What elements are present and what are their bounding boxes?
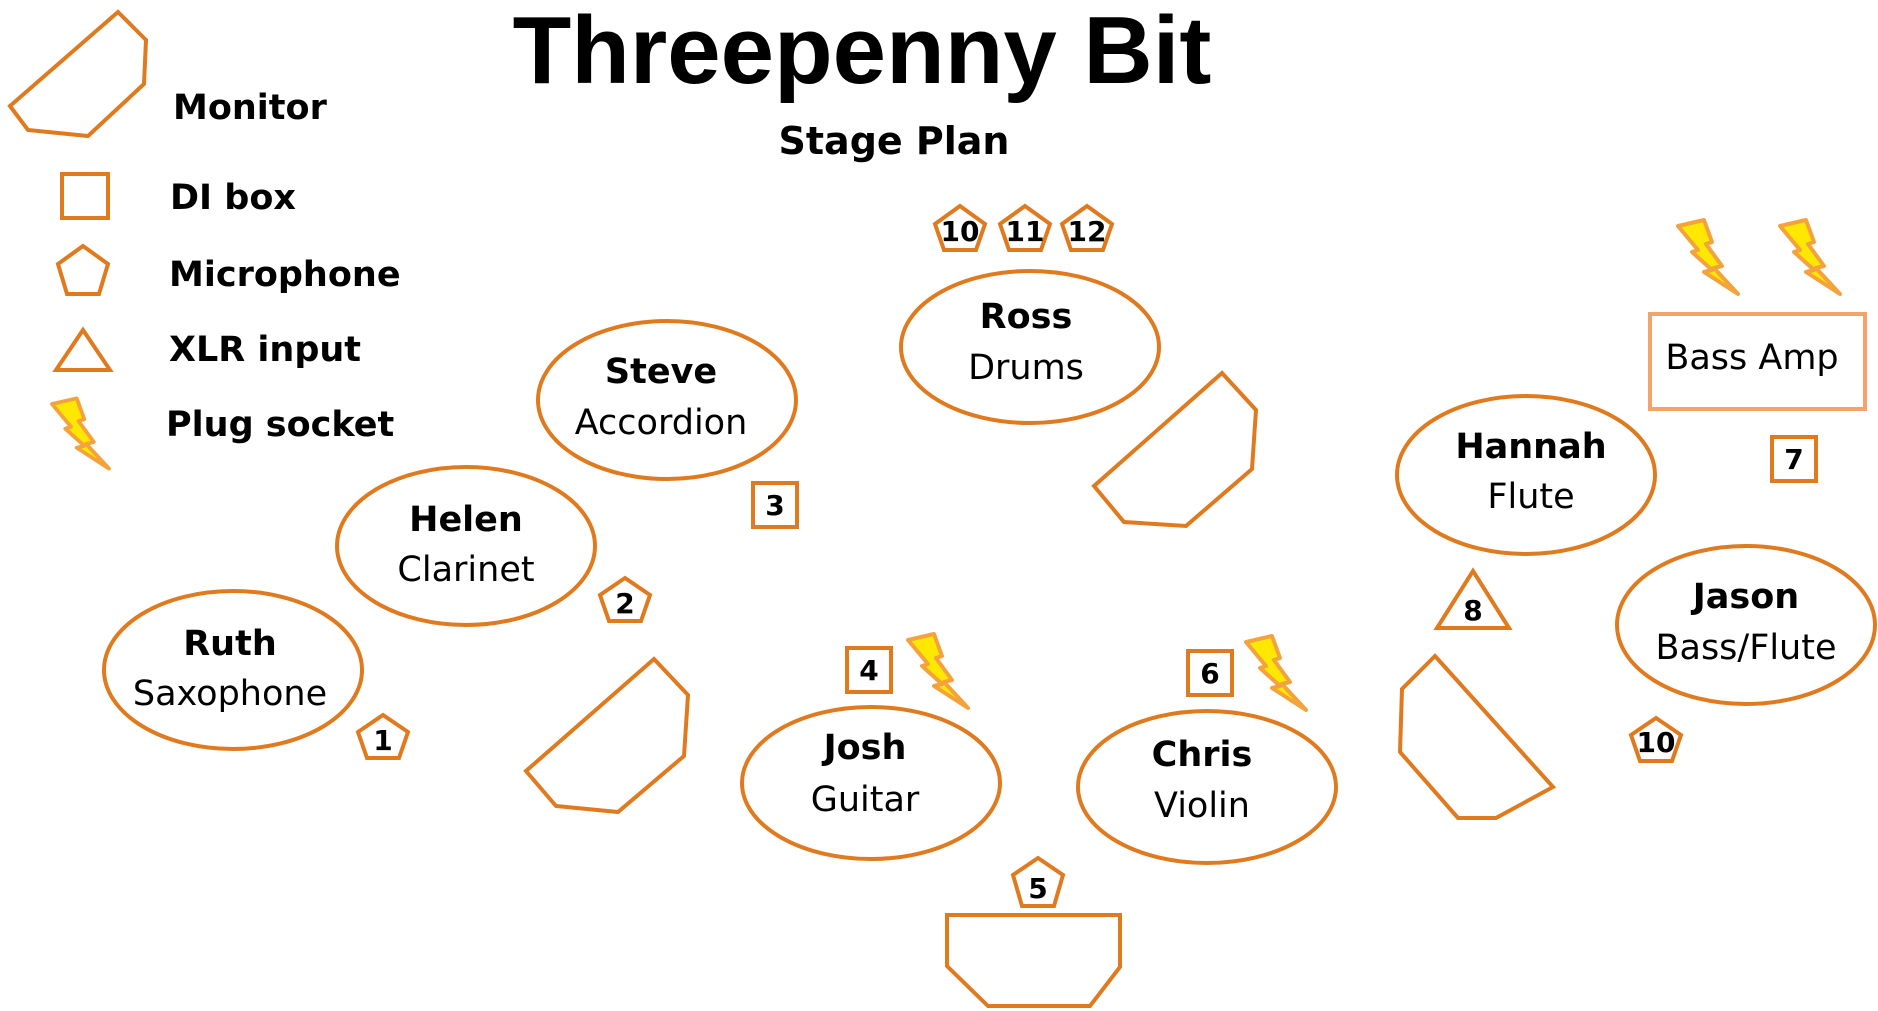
- di-box-3: 3: [751, 481, 799, 529]
- monitor-wedge-right: [1397, 653, 1557, 820]
- di-number: 6: [1200, 657, 1219, 690]
- performer-helen: Helen Clarinet: [335, 465, 597, 627]
- legend-di-box-label: DI box: [170, 178, 296, 218]
- di-box-6: 6: [1186, 649, 1234, 697]
- performer-instrument: Violin: [1154, 786, 1250, 826]
- di-number: 4: [859, 654, 878, 687]
- performer-name: Chris: [1152, 735, 1253, 775]
- performer-name: Josh: [822, 728, 907, 768]
- legend-plug-socket-label: Plug socket: [166, 405, 394, 445]
- plug-socket-josh: [906, 632, 970, 710]
- legend-monitor-icon: [7, 9, 149, 139]
- monitor-wedge-front: [945, 913, 1122, 1008]
- di-number: 7: [1784, 443, 1803, 476]
- performer-instrument: Flute: [1487, 477, 1574, 517]
- performer-name: Jason: [1691, 577, 1799, 617]
- performer-hannah: Hannah Flute: [1395, 394, 1657, 556]
- performer-name: Helen: [409, 500, 523, 540]
- legend-microphone-icon: [55, 243, 111, 296]
- performer-name: Ruth: [183, 624, 277, 664]
- mic-1: 1: [355, 712, 411, 760]
- performer-name: Hannah: [1455, 427, 1606, 467]
- mic-5: 5: [1010, 855, 1066, 908]
- monitor-wedge-left: [523, 656, 691, 815]
- mic-11: 11: [997, 203, 1053, 252]
- mic-number: 1: [373, 724, 392, 757]
- legend-microphone-label: Microphone: [169, 255, 401, 295]
- legend-monitor-label: Monitor: [173, 88, 328, 128]
- performer-ross: Ross Drums: [899, 269, 1161, 425]
- mic-number: 11: [1006, 215, 1045, 248]
- performer-josh: Josh Guitar: [740, 705, 1002, 861]
- monitor-wedge-ross: [1091, 370, 1259, 529]
- mic-10-drums: 10: [932, 203, 988, 252]
- performer-instrument: Bass/Flute: [1655, 628, 1836, 668]
- xlr-input-8: 8: [1433, 567, 1513, 630]
- performer-name: Steve: [605, 352, 717, 392]
- di-box-4: 4: [845, 646, 893, 694]
- performer-ruth: Ruth Saxophone: [102, 589, 364, 751]
- bass-amp-label: Bass Amp: [1665, 338, 1838, 378]
- performer-instrument: Clarinet: [397, 550, 534, 590]
- mic-number: 10: [941, 215, 980, 248]
- performer-instrument: Saxophone: [133, 674, 327, 714]
- mic-12: 12: [1059, 203, 1115, 252]
- performer-jason: Jason Bass/Flute: [1615, 544, 1877, 706]
- performer-chris: Chris Violin: [1076, 709, 1338, 865]
- plug-socket-bass-amp-1: [1676, 218, 1740, 296]
- legend: Monitor DI box Microphone XLR input Plug…: [7, 9, 401, 471]
- legend-xlr-input-label: XLR input: [169, 330, 361, 370]
- xlr-number: 8: [1463, 594, 1482, 627]
- mic-10-jason: 10: [1628, 715, 1684, 763]
- performer-instrument: Drums: [968, 348, 1084, 388]
- di-number: 3: [765, 489, 784, 522]
- mic-number: 5: [1028, 872, 1047, 905]
- di-box-7: 7: [1770, 435, 1818, 483]
- performer-instrument: Accordion: [575, 403, 748, 443]
- plan-title: Threepenny Bit: [513, 0, 1212, 104]
- plug-socket-chris: [1244, 634, 1308, 712]
- mic-number: 10: [1637, 726, 1676, 759]
- mic-2: 2: [597, 575, 653, 623]
- plan-subtitle: Stage Plan: [779, 119, 1010, 163]
- performer-instrument: Guitar: [811, 780, 920, 820]
- legend-di-box-icon: [60, 172, 110, 220]
- legend-xlr-input-icon: [52, 326, 114, 372]
- performer-name: Ross: [980, 297, 1073, 337]
- performer-steve: Steve Accordion: [536, 319, 798, 481]
- bass-amp: Bass Amp: [1648, 312, 1867, 411]
- mic-number: 2: [615, 587, 634, 620]
- mic-number: 12: [1068, 215, 1107, 248]
- plug-socket-bass-amp-2: [1778, 218, 1842, 296]
- legend-plug-socket-icon: [50, 396, 111, 471]
